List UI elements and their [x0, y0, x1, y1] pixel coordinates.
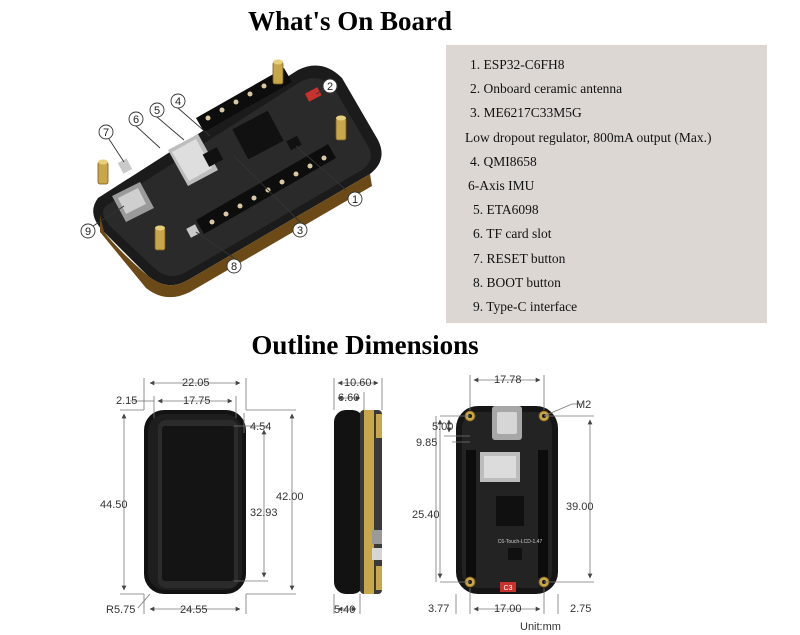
dim-42-00: 42.00	[276, 491, 304, 503]
dim-4-54: 4.54	[250, 421, 271, 433]
callout-4: 4	[175, 96, 181, 108]
feature-8: 8. BOOT button	[473, 274, 561, 290]
callout-1: 1	[352, 194, 358, 206]
feature-3-desc: Low dropout regulator, 800mA output (Max…	[465, 129, 712, 145]
feature-7: 7. RESET button	[473, 250, 566, 266]
dim-25-40: 25.40	[412, 509, 440, 521]
dim-6-60: 6.60	[338, 392, 359, 404]
feature-4: 4. QMI8658	[470, 153, 537, 169]
feature-6: 6. TF card slot	[473, 226, 552, 242]
dim-5-40: 5.40	[334, 604, 355, 616]
dim-r5-75: R5.75	[106, 604, 135, 616]
back-dim-lines	[435, 375, 594, 614]
side-dim-lines	[333, 378, 383, 614]
dim-32-93: 32.93	[250, 507, 278, 519]
dim-39-00: 39.00	[566, 501, 594, 513]
board-3d-view	[93, 59, 382, 298]
antenna-label: C3	[504, 585, 513, 592]
side-view	[334, 410, 382, 594]
dim-3-77: 3.77	[428, 603, 449, 615]
feature-9: 9. Type-C interface	[473, 298, 578, 314]
dim-22-05: 22.05	[182, 377, 210, 389]
feature-list: 1. ESP32-C6FH8 2. Onboard ceramic antenn…	[446, 45, 767, 323]
front-dim-lines	[120, 378, 296, 614]
board-silkscreen: C6-Touch-LCD-1.47	[498, 539, 543, 545]
feature-5: 5. ETA6098	[473, 202, 539, 218]
callout-8: 8	[231, 261, 237, 273]
unit-label: Unit:mm	[520, 621, 561, 633]
dim-10-60: 10.60	[344, 377, 372, 389]
dim-17-78: 17.78	[494, 374, 522, 386]
dim-17-00: 17.00	[494, 603, 522, 615]
dim-2-75: 2.75	[570, 603, 591, 615]
feature-4-desc: 6-Axis IMU	[468, 177, 535, 193]
dim-24-55: 24.55	[180, 604, 208, 616]
front-view	[144, 410, 246, 594]
feature-2: 2. Onboard ceramic antenna	[470, 81, 623, 97]
dim-17-75: 17.75	[183, 395, 211, 407]
callout-6: 6	[133, 114, 139, 126]
feature-3: 3. ME6217C33M5G	[470, 105, 582, 121]
callout-lines	[89, 85, 347, 259]
callout-9: 9	[85, 226, 91, 238]
callout-7: 7	[103, 127, 109, 139]
dim-44-50: 44.50	[100, 499, 128, 511]
dim-2-15: 2.15	[116, 395, 137, 407]
dim-5-00: 5.00	[432, 421, 453, 433]
callout-5: 5	[154, 105, 160, 117]
title-outline-dimensions: Outline Dimensions	[251, 330, 479, 360]
back-view: C3 C6-Touch-LCD-1.47	[456, 406, 558, 594]
feature-1: 1. ESP32-C6FH8	[470, 57, 565, 72]
callout-3: 3	[297, 225, 303, 237]
dim-m2: M2	[576, 399, 591, 411]
callout-2: 2	[327, 81, 333, 93]
dim-9-85: 9.85	[416, 437, 437, 449]
callout-circles	[80, 78, 363, 274]
title-whats-on-board: What's On Board	[247, 6, 453, 36]
